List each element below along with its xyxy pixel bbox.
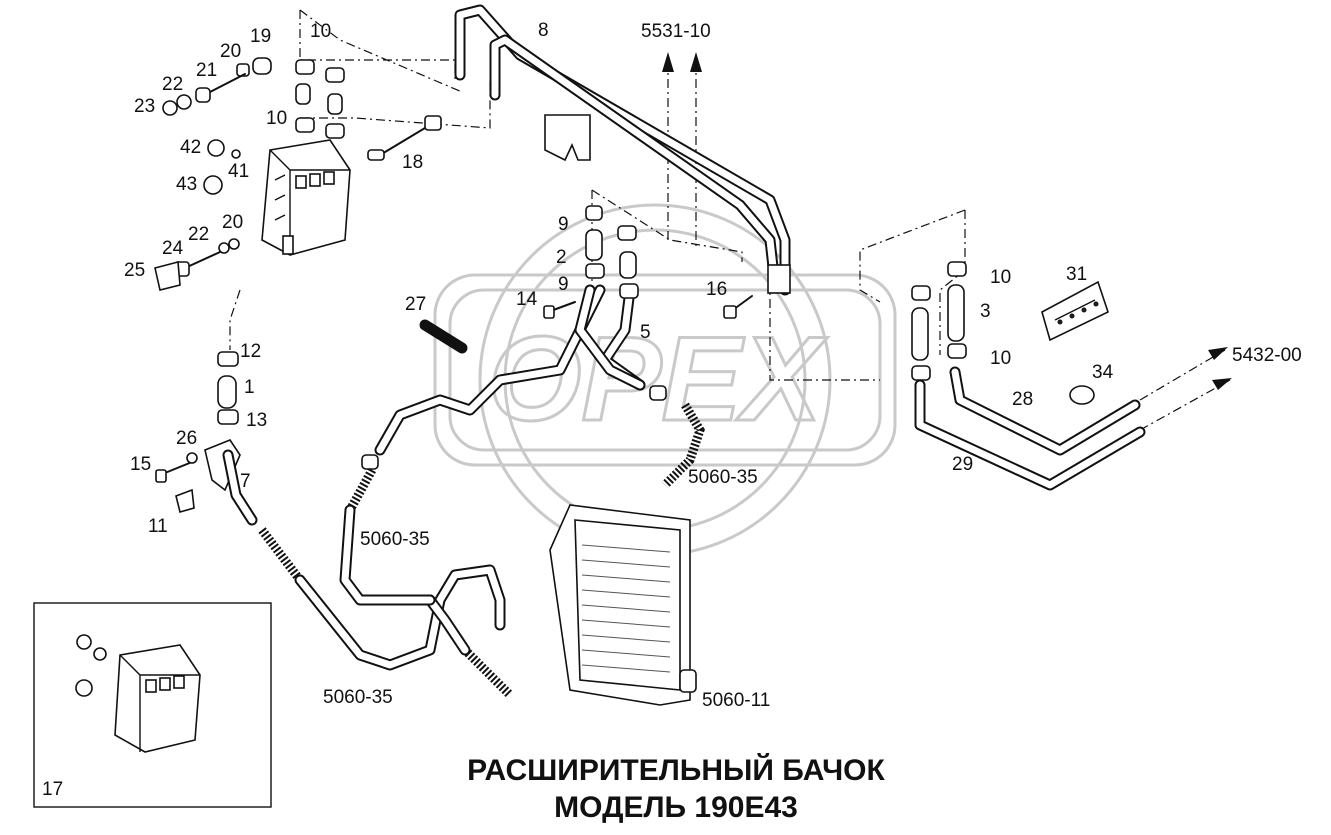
clamps-top: [295, 59, 345, 139]
title-line-1: РАСШИРИТЕЛЬНЫЙ БАЧОК: [467, 753, 885, 787]
label-20: 20: [220, 41, 241, 62]
label-34: 34: [1092, 362, 1114, 383]
label-26: 26: [176, 428, 197, 449]
label-27: 27: [405, 294, 426, 315]
radiator: [549, 504, 697, 706]
watermark-text: OPEX: [488, 312, 828, 446]
label-31: 31: [1066, 264, 1087, 285]
reference-labels: 5531-10 5432-00 5060-35 5060-35 5060-35 …: [323, 21, 1302, 711]
label-42: 42: [180, 137, 201, 158]
tank-fittings: [154, 57, 272, 291]
ref-5432-00: 5432-00: [1232, 345, 1302, 366]
label-29: 29: [952, 454, 973, 475]
label-8: 8: [538, 20, 549, 41]
label-19: 19: [250, 26, 271, 47]
label-12: 12: [240, 341, 261, 362]
label-14: 14: [516, 289, 538, 310]
label-22: 22: [162, 74, 183, 95]
label-10-lower: 10: [266, 108, 287, 129]
label-1: 1: [244, 377, 255, 398]
pipe-5: [574, 284, 646, 391]
ref-5060-11: 5060-11: [702, 690, 770, 711]
label-3: 3: [980, 301, 991, 322]
title-line-2: МОДЕЛЬ 190E43: [554, 791, 798, 824]
label-11: 11: [148, 516, 168, 537]
arrows-5531: [662, 52, 1232, 390]
hose-5060-left: [258, 527, 514, 699]
label-28: 28: [1012, 389, 1033, 410]
label-24: 24: [162, 238, 184, 259]
label-9: 9: [558, 214, 569, 235]
label-9-lower: 9: [558, 274, 569, 295]
pipes-28-29: [914, 366, 1146, 491]
hose-27: [419, 319, 468, 354]
label-17: 17: [42, 779, 63, 800]
label-25: 25: [124, 260, 145, 281]
label-15: 15: [130, 454, 151, 475]
label-18: 18: [402, 152, 423, 173]
inset-17: [33, 602, 272, 808]
clamps-9: [585, 205, 639, 299]
part-labels: 10 8 19 20 21 22 23 10 42 41 43 18 20 22…: [42, 20, 1114, 800]
diagram-title: РАСШИРИТЕЛЬНЫЙ БАЧОК МОДЕЛЬ 190E43: [467, 753, 885, 824]
label-20-lower: 20: [222, 212, 243, 233]
ref-5060-35-middle: 5060-35: [360, 529, 430, 550]
label-21: 21: [196, 60, 217, 81]
label-5: 5: [640, 322, 651, 343]
ref-5060-35-bottom: 5060-35: [323, 687, 393, 708]
bracket-7: [155, 439, 258, 526]
label-10-right-lower: 10: [990, 348, 1011, 369]
expansion-tank: [261, 139, 351, 256]
watermark: OPEX: [433, 203, 897, 557]
label-22-lower: 22: [188, 224, 209, 245]
label-10-right: 10: [990, 267, 1011, 288]
hose-1: [217, 351, 239, 425]
label-43: 43: [176, 174, 197, 195]
hose-5060-middle: [339, 284, 606, 606]
bracket-31: [1041, 280, 1109, 405]
sensor-18: [367, 115, 442, 161]
ref-5060-35-right: 5060-35: [688, 467, 758, 488]
label-2: 2: [556, 247, 567, 268]
bolts: [543, 295, 753, 319]
label-16: 16: [706, 279, 727, 300]
hose-3: [911, 261, 967, 381]
label-7: 7: [240, 471, 251, 492]
hose-5060-right: [649, 385, 705, 489]
label-23: 23: [134, 96, 155, 117]
label-41: 41: [228, 161, 249, 182]
label-10: 10: [310, 21, 331, 42]
ref-5531-10: 5531-10: [641, 21, 711, 42]
label-13: 13: [246, 410, 267, 431]
pipe-8: [454, 4, 791, 296]
